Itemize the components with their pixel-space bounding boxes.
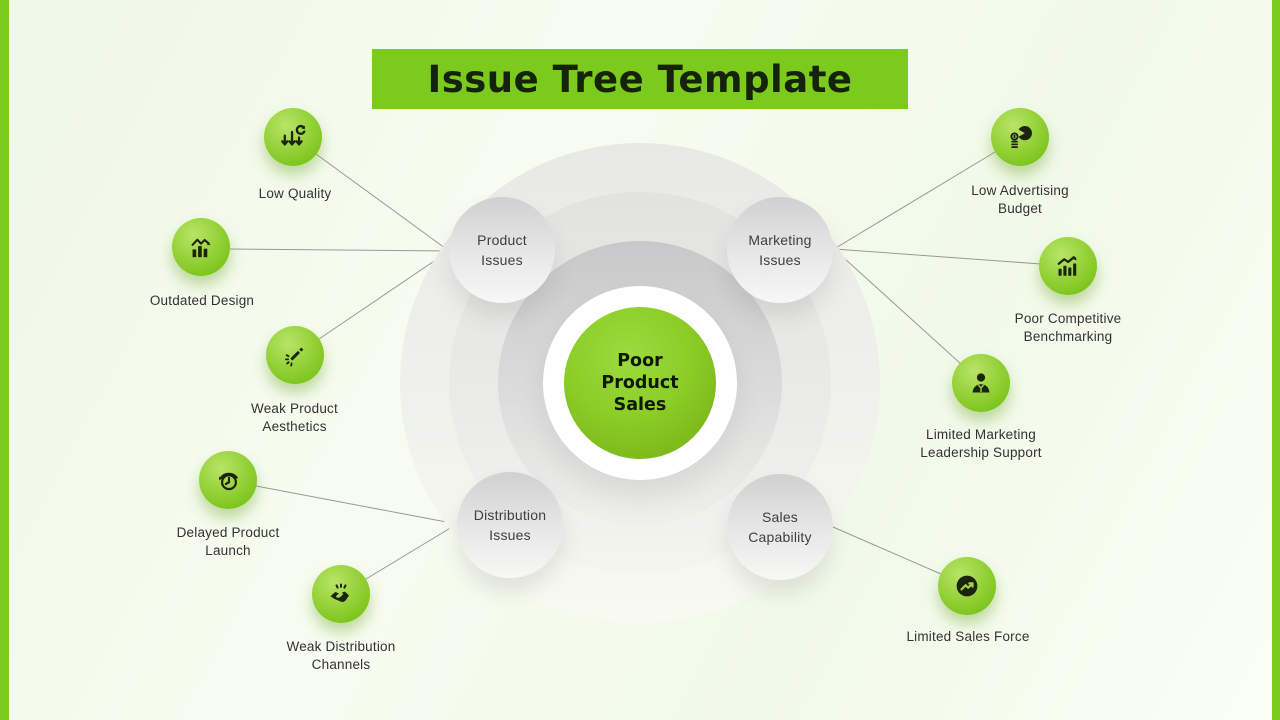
leaf-limited-marketing-leadership-support: [952, 354, 1010, 412]
leaf-label-low-advertising-budget: Low Advertising Budget: [971, 183, 1069, 216]
leaf-label-limited-sales-force: Limited Sales Force: [906, 629, 1030, 644]
leaf-label-weak-distribution-channels: Weak Distribution Channels: [286, 639, 396, 672]
connector-limited-sales-force: [832, 526, 942, 575]
leaf-weak-product-aesthetics: [266, 326, 324, 384]
leaf-label-limited-marketing-leadership-support: Limited Marketing Leadership Support: [920, 427, 1042, 460]
trend-arrow-circle-icon: [956, 575, 978, 597]
hub-label: Product Issues: [477, 231, 527, 268]
leaf-label-low-quality: Low Quality: [258, 186, 332, 201]
growth-bars-icon: [1057, 256, 1077, 276]
hub-marketing-issues: Marketing Issues: [727, 197, 833, 303]
leaf-poor-competitive-benchmarking: [1039, 237, 1097, 295]
connector-poor-competitive-benchmarking: [833, 248, 1042, 265]
magic-wand-icon: [284, 347, 303, 366]
connector-weak-distribution-channels: [365, 523, 458, 580]
leaf-outdated-design: [172, 218, 230, 276]
declining-chart-icon: [191, 238, 210, 257]
leaf-low-quality: [264, 108, 322, 166]
hub-sales-capability: Sales Capability: [727, 474, 833, 580]
businessperson-icon: [972, 373, 990, 393]
hub-label: Sales Capability: [748, 508, 812, 545]
leaf-limited-sales-force: [938, 557, 996, 615]
leaf-label-poor-competitive-benchmarking: Poor Competitive Benchmarking: [1014, 311, 1122, 344]
page-title-text: Issue Tree Template: [427, 57, 853, 101]
hub-distribution-issues: Distribution Issues: [457, 472, 563, 578]
hub-label: Distribution Issues: [473, 506, 547, 543]
page-title: Issue Tree Template: [372, 49, 908, 109]
leaf-label-outdated-design: Outdated Design: [149, 293, 255, 308]
right-edge-bar: [1272, 0, 1280, 720]
hub-label: Marketing Issues: [748, 231, 812, 268]
center-node-label: Poor Product Sales: [601, 350, 679, 416]
left-edge-bar: [0, 0, 9, 720]
leaf-label-weak-product-aesthetics: Weak Product Aesthetics: [251, 401, 338, 434]
leaf-weak-distribution-channels: [312, 565, 370, 623]
center-node-poor-product-sales: Poor Product Sales: [564, 307, 716, 459]
pie-chart-coins-icon: [1010, 126, 1032, 148]
connector-delayed-product-launch: [255, 485, 458, 525]
connector-outdated-design: [229, 248, 450, 252]
connector-limited-marketing-leadership-support: [833, 248, 962, 365]
connector-weak-product-aesthetics: [318, 250, 450, 340]
hub-product-issues: Product Issues: [449, 197, 555, 303]
declining-arrows-redo-icon: [280, 124, 305, 146]
leaf-delayed-product-launch: [199, 451, 257, 509]
connector-low-advertising-budget: [833, 151, 996, 250]
handshake-icon: [330, 583, 349, 602]
leaf-label-delayed-product-launch: Delayed Product Launch: [176, 525, 280, 558]
connector-low-quality: [315, 153, 450, 252]
leaf-low-advertising-budget: [991, 108, 1049, 166]
stopwatch-icon: [218, 472, 238, 490]
